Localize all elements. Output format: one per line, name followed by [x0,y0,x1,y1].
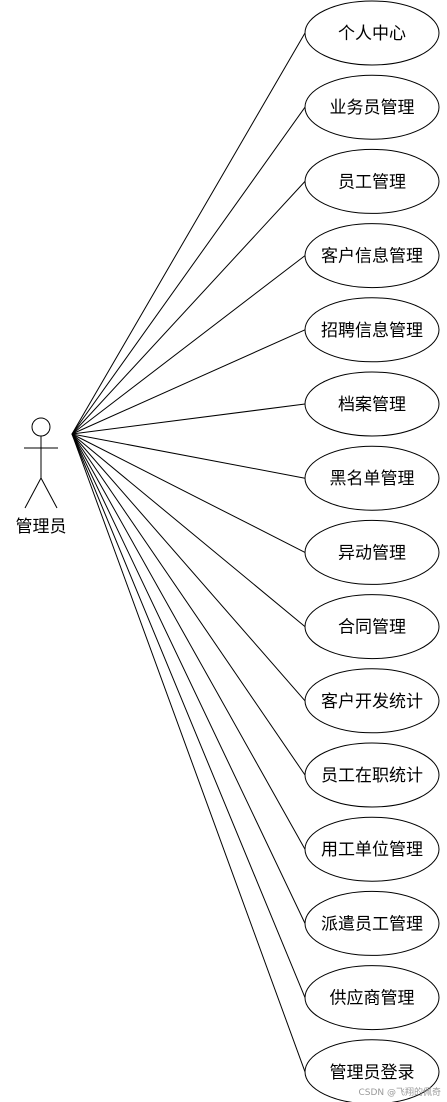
use-case-label: 客户信息管理 [321,247,423,267]
association-line [71,433,306,702]
association-line [71,433,306,1072]
actor: 管理员 [16,417,67,537]
use-case-ellipse [304,742,440,808]
association-line [71,433,306,553]
use-case: 业务员管理 [304,74,440,140]
use-case-ellipse [304,371,440,437]
association-line [71,32,306,435]
actor-name: 管理员 [16,517,67,537]
use-case-label: 异动管理 [338,543,406,563]
use-case: 管理员登录 [304,1039,440,1102]
use-case: 派遣员工管理 [304,890,440,956]
use-case-ellipse [304,1039,440,1102]
use-case: 招聘信息管理 [304,297,440,363]
association-line [71,403,306,435]
actor-left-leg [24,477,42,509]
use-case: 客户开发统计 [304,668,440,734]
use-case: 用工单位管理 [304,816,440,882]
use-case: 档案管理 [304,371,440,437]
use-case-ellipse [304,965,440,1031]
use-case-label: 客户开发统计 [321,692,423,712]
actor-head [31,417,51,437]
use-case-ellipse [304,816,440,882]
association-line [71,181,306,435]
use-case-ellipse [304,74,440,140]
use-case-label: 员工管理 [338,172,406,192]
use-case-ellipse [304,148,440,214]
association-lines [71,32,306,1072]
association-line [71,433,306,479]
association-line [71,433,306,627]
actor-right-leg [40,477,58,509]
use-case-ellipse [304,223,440,289]
use-case: 客户信息管理 [304,223,440,289]
association-line [71,329,306,435]
use-case: 合同管理 [304,594,440,660]
use-case-ellipse [304,668,440,734]
use-case-label: 档案管理 [338,395,406,415]
use-case: 黑名单管理 [304,445,440,511]
use-case-label: 黑名单管理 [330,469,415,489]
use-case: 异动管理 [304,519,440,585]
use-case-ellipse [304,445,440,511]
use-case-ellipse [304,594,440,660]
use-case-label: 用工单位管理 [321,840,423,860]
use-case-ellipse [304,297,440,363]
use-cases: 个人中心业务员管理员工管理客户信息管理招聘信息管理档案管理黑名单管理异动管理合同… [304,0,440,1102]
use-case-label: 管理员登录 [330,1063,415,1083]
use-case-label: 合同管理 [338,618,406,638]
use-case: 员工在职统计 [304,742,440,808]
association-line [71,433,306,850]
association-line [71,106,306,435]
use-case-label: 供应商管理 [330,989,415,1009]
watermark: CSDN @飞翔的佩奇 [358,1088,441,1098]
use-case-ellipse [304,0,440,66]
use-case-label: 派遣员工管理 [321,914,423,934]
use-case: 供应商管理 [304,965,440,1031]
use-case-ellipse [304,890,440,956]
use-case: 员工管理 [304,148,440,214]
association-line [71,433,306,776]
use-case-ellipse [304,519,440,585]
association-line [71,433,306,998]
use-case-label: 招聘信息管理 [321,321,423,341]
association-line [71,433,306,924]
use-case-label: 个人中心 [338,24,406,44]
association-line [71,255,306,435]
use-case: 个人中心 [304,0,440,66]
use-case-label: 员工在职统计 [321,766,423,786]
use-case-label: 业务员管理 [330,98,415,118]
